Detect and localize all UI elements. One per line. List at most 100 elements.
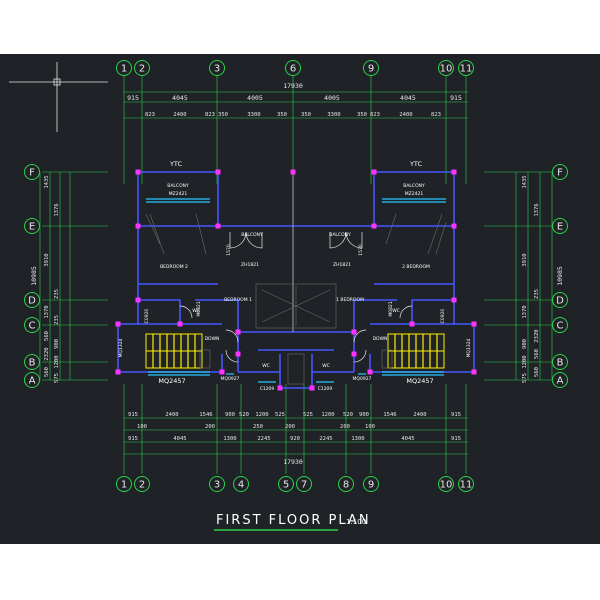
grid-bubble-top-11: 11 [458, 60, 474, 76]
grid-bubble-label: B [557, 358, 564, 369]
dim-top-1-4: 4045 [400, 94, 416, 102]
grid-bubble-top-10: 10 [438, 60, 454, 76]
door-mz2421-right: MZ2421 [405, 191, 424, 197]
structural-columns [115, 169, 477, 391]
dim-bottom-1-0: 915 [128, 412, 138, 418]
grid-bubble-label: E [557, 222, 563, 233]
overall-dimension-bottom: 17930 [283, 458, 303, 466]
dim-bottom-2-2: 250 [253, 424, 263, 430]
grid-bubble-label: 10 [440, 480, 453, 491]
grid-bubble-label: 8 [343, 480, 349, 491]
room-bedroom1-left: BEDROOM 1 [224, 297, 252, 303]
drawing-scale: 1:100 [346, 518, 366, 526]
dim-bottom-2-5: 100 [365, 424, 375, 430]
door-zh1821-left: ZH1821 [241, 262, 259, 268]
dim-left-6: 560 [44, 331, 50, 341]
grid-bubble-bottom-11: 11 [458, 476, 474, 492]
dim-bottom-1-12: 2400 [413, 412, 426, 418]
window-c1209-right: C1209 [318, 386, 333, 392]
grid-bubble-label: 6 [290, 64, 296, 75]
grid-bubble-label: F [29, 168, 35, 179]
dim-bottom-1-2: 1546 [199, 412, 212, 418]
grid-bubble-bottom-10: 10 [438, 476, 454, 492]
column-14 [115, 369, 121, 375]
grid-bubble-label: 3 [214, 64, 220, 75]
grid-bubble-bottom-1: 1 [116, 476, 132, 492]
grid-bubble-label: 11 [460, 480, 473, 491]
column-24 [290, 169, 296, 175]
window-c0920-right: C0920 [440, 309, 446, 324]
dim-top-2-6: 350 [301, 112, 311, 118]
room-bedroom1-right: 1 BEDROOM [336, 297, 364, 303]
dim-right-0: 1435 [522, 175, 528, 188]
stair-down-left: DOWN [205, 336, 220, 342]
overall-dimension-right: 10985 [556, 266, 564, 286]
grid-bubble-right-F: F [552, 164, 568, 180]
grid-bubble-label: 7 [301, 480, 307, 491]
column-6 [371, 223, 377, 229]
dim-top-2-4: 3300 [247, 112, 260, 118]
grid-bubble-label: B [29, 358, 36, 369]
room-bedroom2-left: BEDROOM 2 [160, 264, 188, 270]
column-17 [367, 369, 373, 375]
room-bedroom2-right: 2 BEDROOM [402, 264, 430, 270]
dim-bottom-1-3: 900 [225, 412, 235, 418]
column-9 [451, 297, 457, 303]
room-ytc-right: YTC [409, 160, 423, 168]
door-mq0927-right: MQ0927 [353, 376, 372, 382]
stair-flight-right [387, 333, 445, 369]
grid-bubble-top-2: 2 [134, 60, 150, 76]
door-zh1821-right: ZH1821 [333, 262, 351, 268]
dim-left-9: 1200 [54, 355, 60, 368]
dim-top-2-7: 3300 [327, 112, 340, 118]
room-wc-left: WC [192, 308, 200, 314]
grid-bubble-label: 10 [440, 64, 453, 75]
windows [146, 198, 446, 383]
grid-bubble-label: 2 [139, 64, 145, 75]
room-labels: YTC YTC BALCONY MZ2421 BALCONY MZ2421 BA… [118, 160, 472, 392]
grid-bubble-label: C [557, 321, 564, 332]
column-7 [451, 223, 457, 229]
dim-bottom-2-3: 200 [285, 424, 295, 430]
grid-bubble-label: A [557, 376, 564, 387]
grid-bubble-bottom-2: 2 [134, 476, 150, 492]
dimension-lines [39, 76, 553, 474]
door-mq1324-right: MQ1324 [466, 338, 472, 357]
grid-bubble-right-C: C [552, 317, 568, 333]
column-3 [451, 169, 457, 175]
column-8 [135, 297, 141, 303]
dim-top-2-3: 350 [218, 112, 228, 118]
overall-dimension-top: 17930 [283, 82, 303, 90]
dim-bottom-1-6: 525 [275, 412, 285, 418]
dim-bottom-1-4: 520 [239, 412, 249, 418]
door-mq1324-left: MQ1324 [118, 338, 124, 357]
dim-top-1-1: 4045 [172, 94, 188, 102]
door-mq2457-right: MQ2457 [406, 377, 433, 385]
column-19 [351, 329, 357, 335]
dim-bottom-3-0: 915 [128, 436, 138, 442]
drawing-title: FIRST FLOOR PLAN [216, 513, 371, 528]
dim-top-2-2: 823 [205, 112, 215, 118]
grid-bubble-bottom-4: 4 [233, 476, 249, 492]
stair-down-right: DOWN [373, 336, 388, 342]
dim-left-10: 560 [44, 367, 50, 377]
column-20 [277, 385, 283, 391]
grid-bubble-right-B: B [552, 354, 568, 370]
dim-right-8: 1200 [522, 355, 528, 368]
dim-bottom-2-4: 200 [340, 424, 350, 430]
dim-top-2-5: 350 [277, 112, 287, 118]
grid-bubble-label: 4 [238, 480, 244, 491]
grid-bubble-bottom-8: 8 [338, 476, 354, 492]
grid-bubble-top-9: 9 [363, 60, 379, 76]
dim-bottom-1-7: 525 [303, 412, 313, 418]
door-mq0927-left: MQ0927 [221, 376, 240, 382]
height-1570-right: 1570 [358, 244, 364, 256]
column-18 [235, 329, 241, 335]
overall-dimension-left: 10985 [30, 266, 38, 286]
doors [179, 231, 413, 363]
grid-bubble-left-F: F [24, 164, 40, 180]
